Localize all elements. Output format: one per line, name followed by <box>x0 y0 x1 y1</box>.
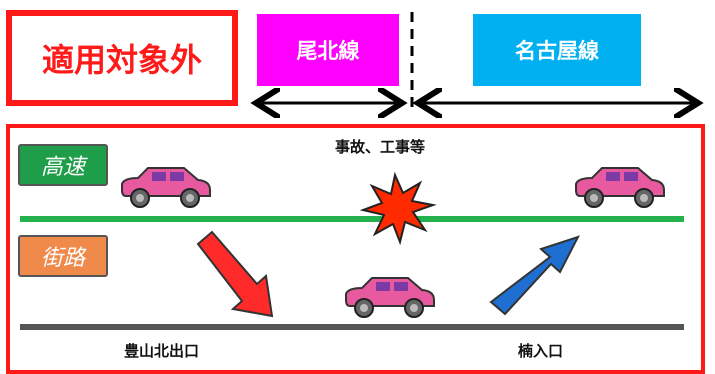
car-icon-expressway-left <box>121 167 211 208</box>
exit-arrow-icon <box>196 230 274 318</box>
exit-caption: 豊山北出口 <box>124 342 200 360</box>
car-icon-expressway-right <box>575 167 665 208</box>
entrance-caption: 楠入口 <box>518 342 564 360</box>
route-label-nagoya: 名古屋線 <box>473 14 641 86</box>
car-icon-street <box>345 277 435 318</box>
incident-caption: 事故、工事等 <box>335 138 426 156</box>
expressway-lane-label: 高速 <box>18 144 108 186</box>
street-lane-label: 街路 <box>18 235 108 277</box>
incident-burst-icon <box>359 171 437 246</box>
entrance-arrow-icon <box>489 235 580 316</box>
route-label-biwakita: 尾北線 <box>257 14 399 86</box>
excluded-label: 適用対象外 <box>6 10 238 106</box>
